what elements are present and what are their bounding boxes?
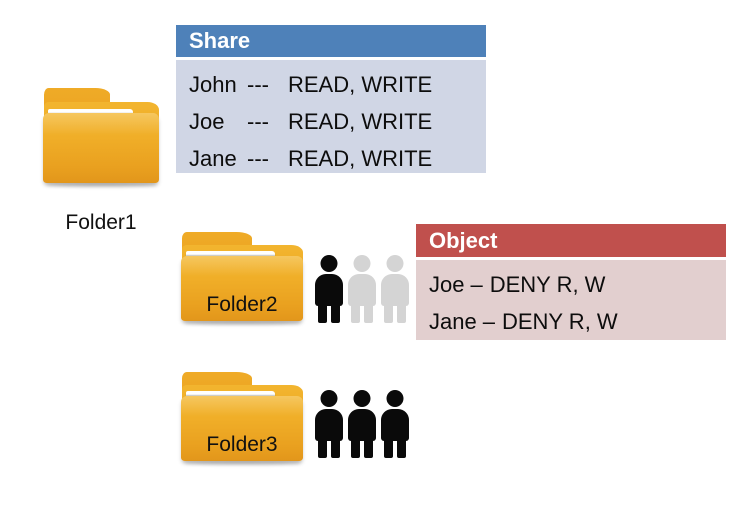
folder-icon-folder1[interactable] [42, 88, 160, 187]
table-row: Joe – DENY R, W [429, 266, 716, 303]
folder-paper-sheet [186, 251, 276, 259]
table-row: John --- READ, WRITE [189, 66, 476, 103]
table-row: Jane – DENY R, W [429, 303, 716, 340]
person-icon-filled [347, 390, 377, 458]
person-legs [351, 303, 373, 323]
object-permissions-table: Object Joe – DENY R, W Jane – DENY R, W [416, 224, 726, 340]
person-legs [384, 303, 406, 323]
person-head [320, 255, 338, 272]
person-torso [315, 409, 343, 441]
person-head [353, 390, 371, 407]
share-table-header: Share [176, 25, 486, 57]
folder-shadow [184, 461, 301, 465]
share-row-permissions: READ, WRITE [288, 109, 433, 134]
folder-label-folder1: Folder1 [65, 211, 137, 234]
person-icon-filled [314, 255, 344, 323]
person-torso [381, 274, 409, 306]
folder-front-panel [180, 395, 304, 462]
table-divider [416, 257, 726, 260]
object-table-title: Object [429, 227, 498, 253]
folder-shadow [184, 321, 301, 325]
share-table-title: Share [189, 28, 251, 53]
object-row-subject: Joe [429, 272, 465, 297]
person-torso [315, 274, 343, 306]
object-row-permissions: DENY R, W [489, 272, 606, 297]
folder-icon-folder3[interactable]: Folder3 [180, 372, 304, 465]
person-icon-muted [380, 255, 410, 323]
object-row-separator: – [482, 309, 495, 334]
folder-label-folder2: Folder2 [206, 292, 278, 316]
person-torso [381, 409, 409, 441]
share-table-body: John --- READ, WRITE Joe --- READ, WRITE… [176, 60, 486, 173]
share-row-separator: --- [247, 72, 269, 97]
folder-front-panel [180, 255, 304, 322]
person-torso [348, 274, 376, 306]
people-group-folder2-users [314, 255, 410, 323]
person-head [386, 390, 404, 407]
object-row-permissions: DENY R, W [501, 309, 618, 334]
object-row-separator: – [470, 272, 483, 297]
table-row: Joe --- READ, WRITE [189, 103, 476, 140]
person-head [386, 255, 404, 272]
object-table-body: Joe – DENY R, W Jane – DENY R, W [416, 260, 726, 340]
person-head [353, 255, 371, 272]
table-row: Jane --- READ, WRITE [189, 140, 476, 177]
person-legs [318, 438, 340, 458]
people-group-folder3-users [314, 390, 410, 458]
share-permissions-table: Share John --- READ, WRITE Joe --- READ,… [176, 25, 486, 173]
person-icon-filled [314, 390, 344, 458]
person-torso [348, 409, 376, 441]
share-row-subject: Joe [189, 109, 225, 134]
table-divider [176, 57, 486, 60]
person-head [320, 390, 338, 407]
object-table-header: Object [416, 224, 726, 257]
person-legs [384, 438, 406, 458]
share-row-permissions: READ, WRITE [288, 146, 433, 171]
person-icon-muted [347, 255, 377, 323]
folder-shadow [46, 183, 157, 187]
share-row-separator: --- [247, 146, 269, 171]
person-legs [351, 438, 373, 458]
folder-label-folder3: Folder3 [206, 432, 278, 456]
folder-front-panel [42, 113, 160, 184]
folder-paper-sheet [186, 391, 276, 399]
person-icon-filled [380, 390, 410, 458]
person-legs [318, 303, 340, 323]
share-row-subject: John [189, 72, 237, 97]
folder-icon-folder2[interactable]: Folder2 [180, 232, 304, 325]
share-row-subject: Jane [189, 146, 237, 171]
share-row-permissions: READ, WRITE [288, 72, 433, 97]
share-row-separator: --- [247, 109, 269, 134]
object-row-subject: Jane [429, 309, 477, 334]
folder-paper-sheet [47, 108, 133, 116]
